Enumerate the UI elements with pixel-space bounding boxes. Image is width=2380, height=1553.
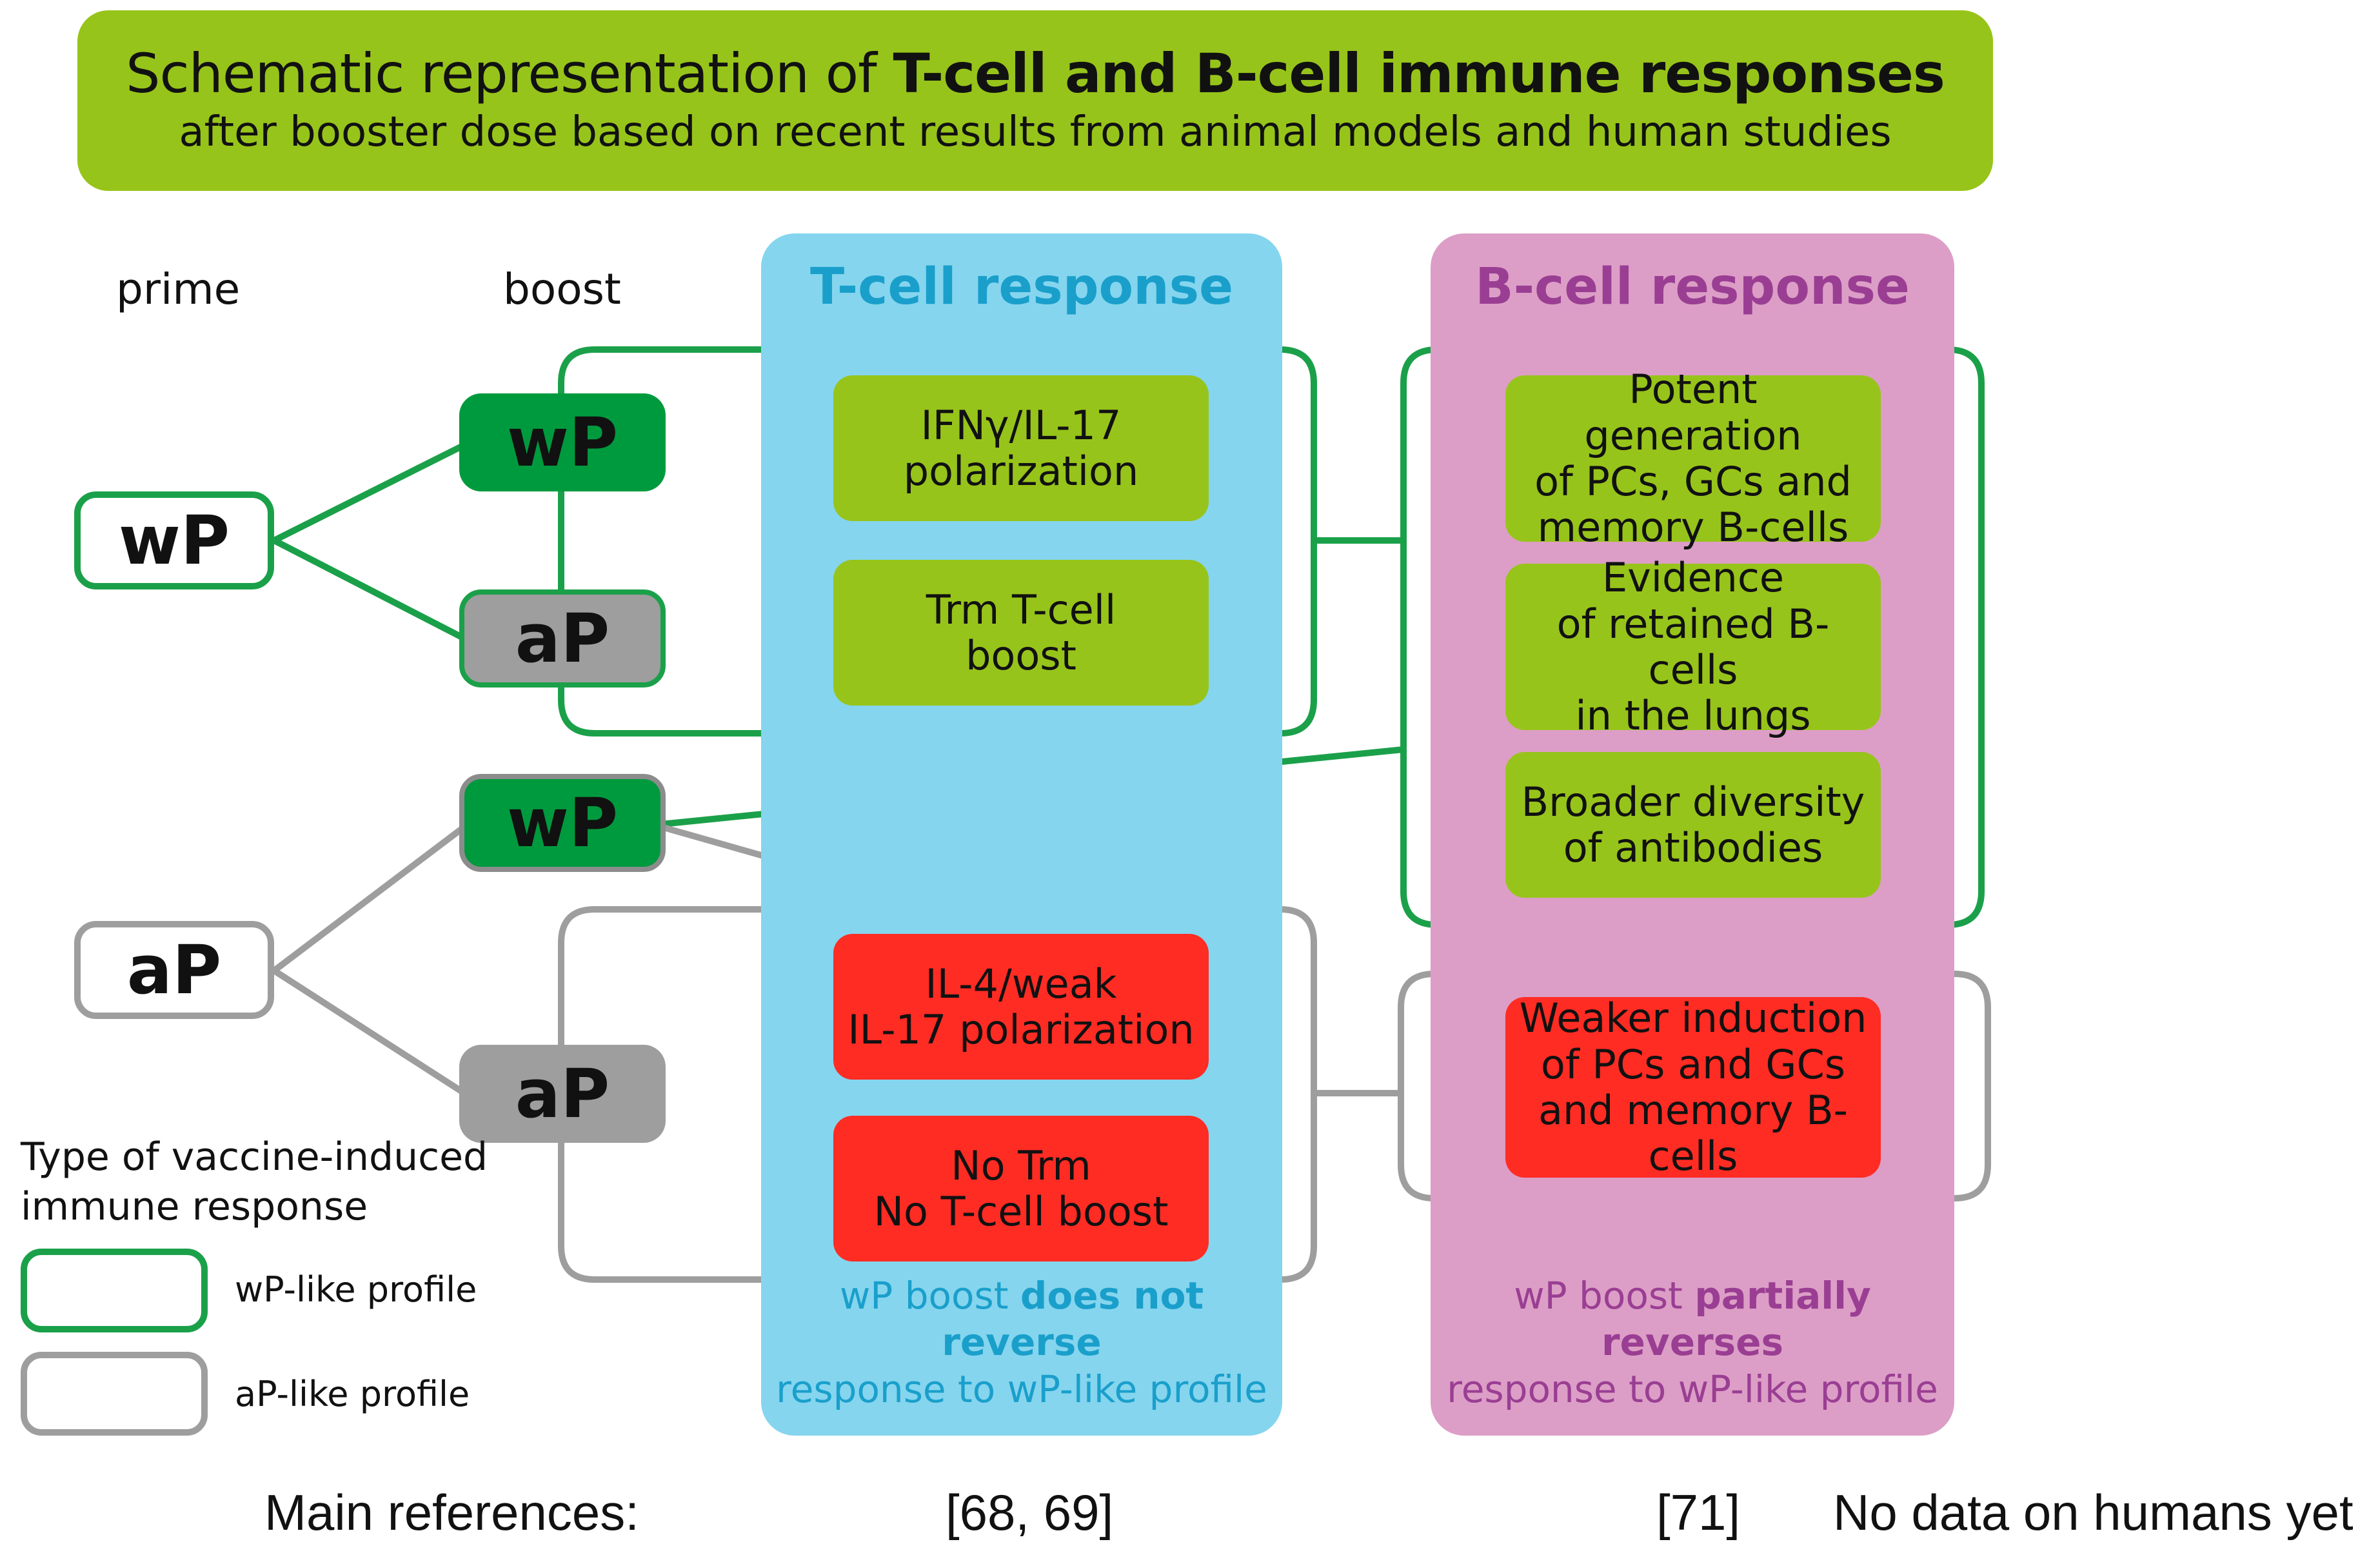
bcell-result-potent: Potent generation of PCs, GCs and memory… [1505, 366, 1881, 550]
legend-wp-swatch [21, 1249, 208, 1332]
t-cell-footer-prefix: wP boost [839, 1273, 1020, 1318]
b-cell-footer-bold: partially reverses [1601, 1273, 1871, 1365]
legend-wp-label: wP-like profile [235, 1269, 477, 1310]
connector-prime-wp-to-boost-ap [272, 537, 466, 642]
references-label: Main references: [264, 1484, 639, 1541]
t-cell-panel-title: T-cell response [810, 258, 1233, 316]
title-line-1: Schematic representation of T-cell and B… [126, 44, 1945, 103]
t-cell-footer-bold: does not reverse [942, 1273, 1204, 1365]
boost-wp-top-box: wP [459, 393, 666, 491]
tcell-references: [68, 69] [946, 1484, 1114, 1541]
b-cell-panel-footer: wP boost partially reverses response to … [1431, 1272, 1954, 1413]
tcell-result-no-trm: No Trm No T-cell boost [833, 1116, 1209, 1261]
tcell-result-trm-boost: Trm T-cell boost [833, 560, 1209, 706]
title-prefix: Schematic representation of [126, 42, 893, 106]
tcell-result-ifng: IFNγ/IL-17 polarization [833, 375, 1209, 521]
prime-header: prime [116, 264, 241, 314]
bcell-references: [71] [1656, 1484, 1741, 1541]
boost-ap-top-box: aP [459, 589, 666, 687]
bcell-result-retained: Evidence of retained B-cells in the lung… [1505, 555, 1881, 738]
prime-wp-box: wP [74, 491, 274, 589]
b-cell-panel-title: B-cell response [1475, 258, 1910, 316]
title-line-2: after booster dose based on recent resul… [179, 108, 1892, 156]
boost-ap-bottom-box: aP [459, 1045, 666, 1143]
connector-prime-ap-to-boost-wp [272, 824, 467, 973]
title-banner: Schematic representation of T-cell and B… [77, 10, 1993, 191]
boost-wp-bottom-box: wP [459, 774, 666, 872]
title-bold: T-cell and B-cell immune responses [893, 42, 1945, 106]
prime-ap-box: aP [74, 921, 274, 1019]
ap-like-bcell-frame [1398, 971, 1991, 1202]
t-cell-footer-suffix: response to wP-like profile [776, 1367, 1267, 1411]
bcell-result-diversity: Broader diversity of antibodies [1505, 752, 1881, 898]
legend-ap-swatch [21, 1352, 208, 1436]
connector-prime-wp-to-boost-wp [272, 442, 466, 544]
b-cell-footer-prefix: wP boost [1514, 1273, 1695, 1318]
connector-prime-ap-to-boost-ap [272, 967, 466, 1096]
boost-header: boost [503, 264, 621, 314]
b-cell-footer-suffix: response to wP-like profile [1447, 1367, 1938, 1411]
legend-ap-label: aP-like profile [235, 1374, 470, 1414]
tcell-result-il4: IL-4/weak IL-17 polarization [833, 934, 1209, 1080]
t-cell-panel-footer: wP boost does not reverse response to wP… [761, 1272, 1282, 1413]
legend-title: Type of vaccine-induced immune response [21, 1134, 488, 1229]
no-human-data-note: No data on humans yet [1833, 1484, 2354, 1541]
bcell-result-weaker: Weaker induction of PCs and GCs and memo… [1505, 995, 1881, 1179]
